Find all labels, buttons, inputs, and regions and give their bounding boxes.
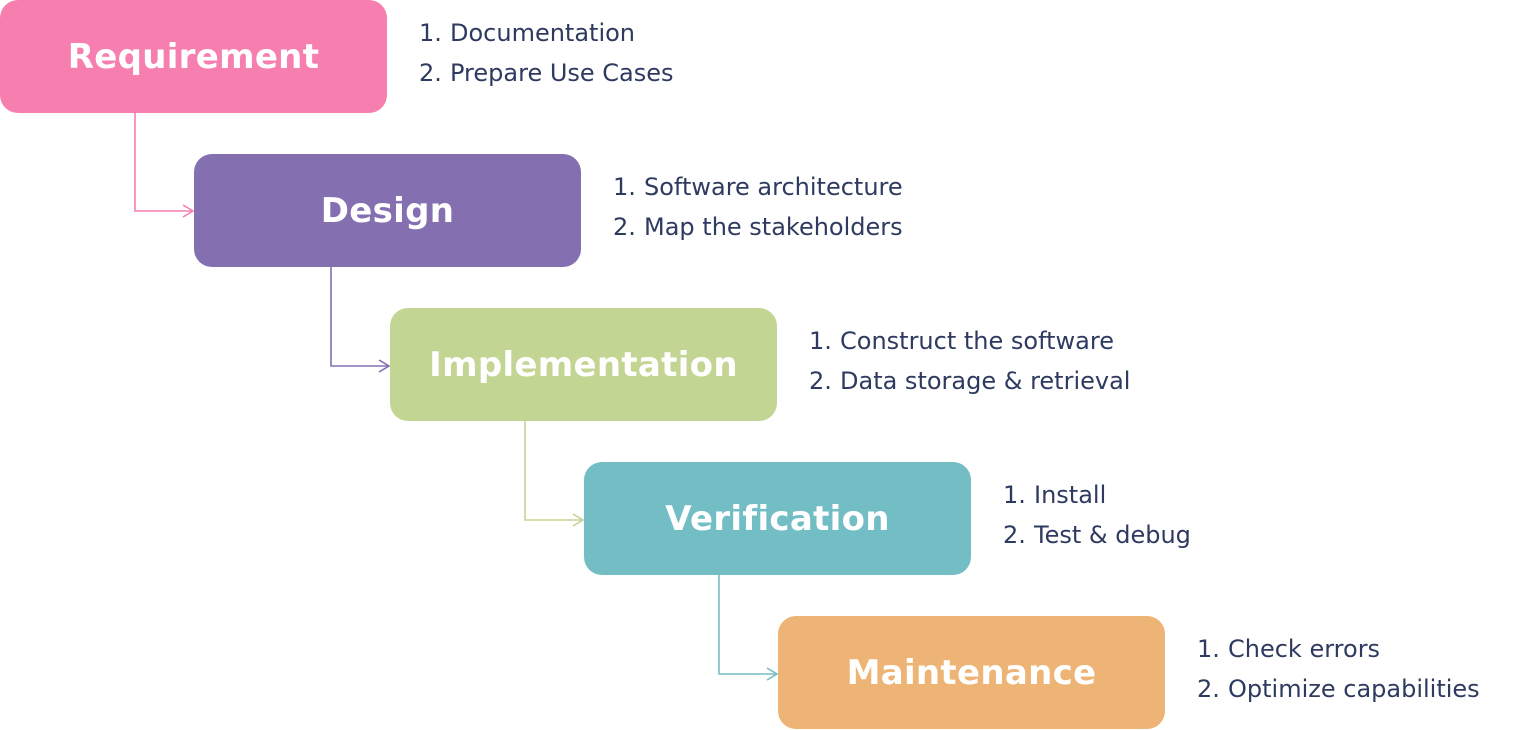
task-item: 1.Check errors xyxy=(1197,635,1381,663)
stage-requirement-tasks: 1.Documentation 2.Prepare Use Cases xyxy=(419,13,674,93)
task-item: 1.Construct the software xyxy=(809,327,1114,355)
stage-verification-tasks: 1.Install 2.Test & debug xyxy=(1003,475,1191,555)
task-item: 1.Install xyxy=(1003,481,1107,509)
task-item: 1.Documentation xyxy=(419,19,636,47)
stage-maintenance: Maintenance xyxy=(778,616,1165,729)
stage-requirement: Requirement xyxy=(0,0,387,113)
stage-title: Implementation xyxy=(429,344,738,385)
task-item: 1.Software architecture xyxy=(613,173,903,201)
connector-design-to-implementation xyxy=(330,267,391,373)
connector-implementation-to-verification xyxy=(524,421,585,527)
stage-title: Design xyxy=(320,190,455,231)
stage-implementation-tasks: 1.Construct the software 2.Data storage … xyxy=(809,321,1130,401)
stage-title: Verification xyxy=(665,498,890,539)
stage-verification: Verification xyxy=(584,462,971,575)
connector-requirement-to-design xyxy=(134,113,195,218)
stage-design: Design xyxy=(194,154,581,267)
stage-title: Requirement xyxy=(67,36,320,77)
stage-maintenance-tasks: 1.Check errors 2.Optimize capabilities xyxy=(1197,629,1480,709)
stage-title: Maintenance xyxy=(846,652,1097,693)
task-item: 2.Optimize capabilities xyxy=(1197,675,1480,703)
task-item: 2.Data storage & retrieval xyxy=(809,367,1131,395)
task-item: 2.Prepare Use Cases xyxy=(419,59,674,87)
connector-verification-to-maintenance xyxy=(718,575,779,681)
stage-implementation: Implementation xyxy=(390,308,777,421)
task-item: 2.Map the stakeholders xyxy=(613,213,903,241)
task-item: 2.Test & debug xyxy=(1003,521,1191,549)
stage-design-tasks: 1.Software architecture 2.Map the stakeh… xyxy=(613,167,903,247)
